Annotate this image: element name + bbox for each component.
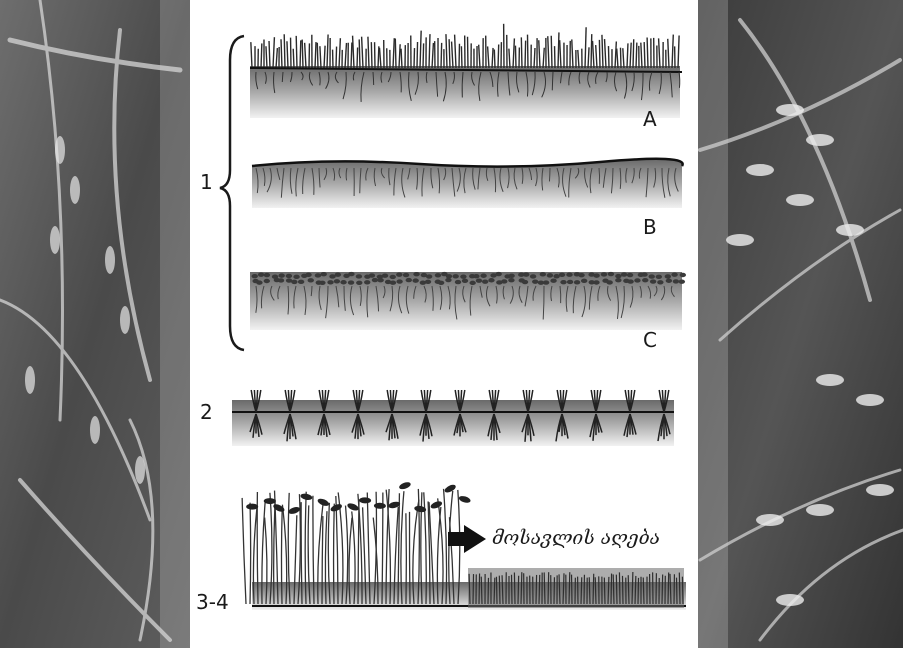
panel-b-label: B [643,217,657,237]
panel-a-label: A [643,109,657,129]
stage-2-label: 2 [200,402,213,422]
soil-strip-c [250,272,686,330]
harvest-label: მოსავლის აღება [492,528,660,548]
background-photo-left [0,0,190,648]
group-1-label: 1 [200,172,213,192]
stage-3-4-label: 3-4 [196,592,229,612]
background-photo-right [698,0,903,648]
soil-strip-b [252,159,683,208]
panel-c-label: C [643,330,657,350]
